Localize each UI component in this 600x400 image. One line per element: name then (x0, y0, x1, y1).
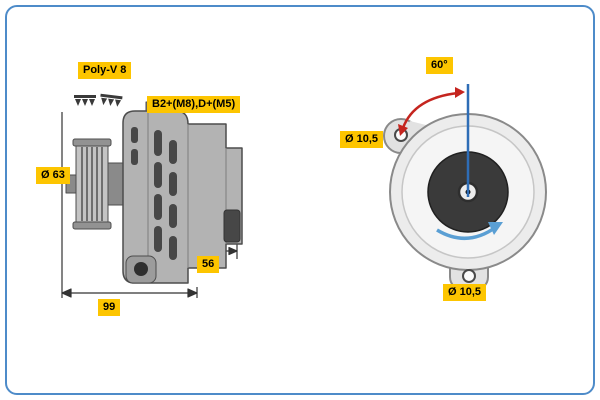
rotation-arrow (436, 222, 503, 241)
label-belt-type: Poly-V 8 (78, 62, 132, 79)
label-top-hole-diameter: Ø 10,5 (340, 131, 384, 148)
label-terminals: B2+(M8),D+(M5) (147, 96, 241, 113)
arrowhead (398, 124, 408, 136)
vent-slot (154, 162, 162, 188)
pulley (65, 138, 124, 230)
vent-slot (169, 204, 177, 228)
arrowhead (187, 288, 198, 298)
angle-arrow (398, 87, 465, 136)
pulley-flange-top (72, 138, 112, 147)
vent-slot (169, 172, 177, 196)
alternator-body (122, 101, 243, 284)
mounting-hole-bottom (462, 269, 476, 283)
mounting-foot-hole (134, 262, 148, 276)
vent-slot (169, 140, 177, 164)
belt-cross-section-icon (74, 93, 123, 107)
vent-slot (154, 130, 162, 156)
vent-slot (131, 127, 138, 143)
vent-slots (131, 127, 177, 260)
label-pulley-diameter: Ø 63 (36, 167, 70, 184)
pulley-spacer (107, 162, 124, 206)
label-dim-56: 56 (197, 256, 220, 273)
vent-slot (169, 236, 177, 260)
front-view (383, 84, 547, 291)
pulley-flange-bottom (72, 221, 112, 230)
label-bottom-hole-diameter: Ø 10,5 (443, 284, 487, 301)
regulator-block (223, 209, 241, 243)
arrowhead (488, 222, 503, 235)
arrowhead (455, 87, 465, 98)
vent-slot (154, 194, 162, 220)
side-view (61, 93, 243, 298)
label-mounting-angle: 60° (426, 57, 453, 74)
label-dim-99: 99 (98, 299, 121, 316)
arrowhead (61, 288, 72, 298)
vent-slot (154, 226, 162, 252)
arrowhead (228, 246, 238, 256)
vent-slot (131, 149, 138, 165)
pulley-grooves (81, 147, 103, 221)
